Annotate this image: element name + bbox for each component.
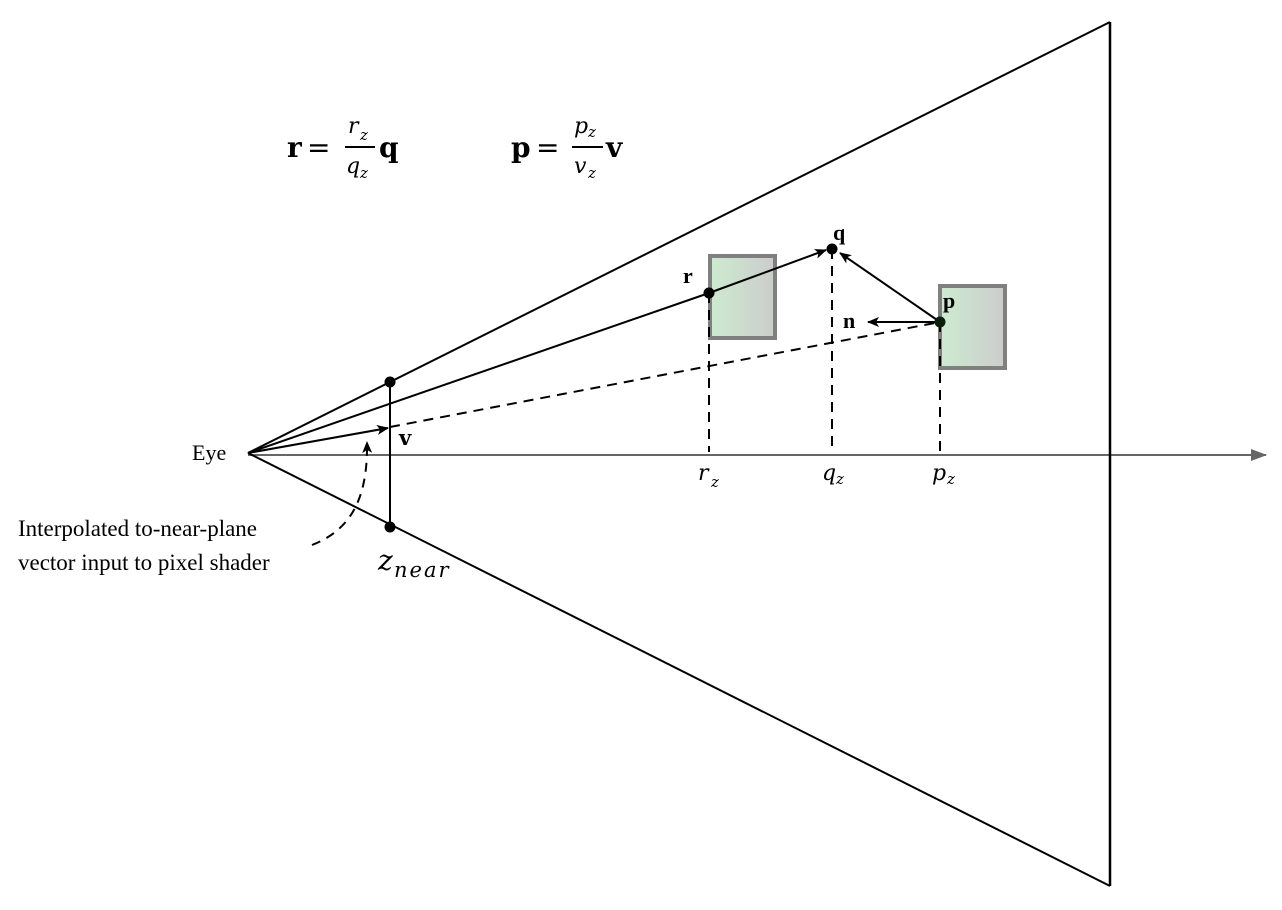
- eq1-den-sub: z: [359, 164, 368, 182]
- q-z-axis-label: q z: [822, 461, 844, 488]
- annotation-line-2: vector input to pixel shader: [18, 550, 270, 575]
- q-label: q: [833, 220, 846, 245]
- z-near-main: z: [377, 544, 393, 577]
- eq1-rhs: q: [379, 131, 399, 164]
- q-z-main: q: [822, 461, 836, 486]
- p-z-main: p: [932, 461, 946, 486]
- eq1-den-main: q: [346, 154, 360, 179]
- equation-p: p = p z v z v: [511, 114, 623, 182]
- eye-label: Eye: [192, 440, 226, 465]
- r-z-axis-label: r z: [698, 461, 719, 491]
- surface-box-p: [938, 284, 1007, 370]
- eq2-rhs: v: [605, 131, 623, 164]
- v-label: v: [398, 425, 412, 450]
- eq1-num-sub: z: [359, 126, 368, 144]
- r-to-q-arrow: [708, 249, 827, 294]
- eye-to-r-ray: [247, 292, 710, 454]
- eq2-den-sub: z: [587, 164, 596, 182]
- v-vector-arrow: [247, 425, 389, 454]
- p-z-sub: z: [946, 470, 955, 488]
- r-label: r: [683, 263, 693, 288]
- z-near-sub: near: [394, 558, 451, 582]
- annotation-curved-arrow: [311, 441, 373, 546]
- eq1-num-main: r: [348, 114, 360, 139]
- point-q: [826, 243, 838, 255]
- r-z-sub: z: [710, 473, 719, 491]
- frustum-top-edge: [247, 21, 1111, 454]
- point-r: [703, 287, 715, 299]
- eq1-lhs: r: [287, 131, 303, 164]
- p-z-axis-label: p z: [932, 461, 955, 488]
- n-label: n: [843, 308, 855, 333]
- p-label: p: [943, 288, 955, 313]
- eq2-num-main: p: [574, 114, 588, 139]
- surface-box-r: [708, 254, 777, 340]
- equation-r: r = r z q z q: [287, 114, 399, 182]
- near-plane-top-point: [384, 376, 396, 388]
- q-z-sub: z: [835, 470, 844, 488]
- eq2-num-sub: z: [587, 123, 596, 141]
- eq2-equals: =: [536, 131, 559, 164]
- eq2-lhs: p: [511, 131, 531, 164]
- z-near-label: z near: [377, 544, 451, 582]
- near-plane-bottom-point: [384, 521, 396, 533]
- frustum-bottom-edge: [247, 452, 1111, 887]
- eye-to-p-dashed-ray: [389, 321, 941, 428]
- p-to-q-arrow: [839, 252, 941, 323]
- point-p: [934, 316, 946, 328]
- eq2-den-main: v: [574, 154, 587, 179]
- r-z-main: r: [698, 461, 710, 486]
- eq1-equals: =: [307, 131, 330, 164]
- annotation-line-1: Interpolated to-near-plane: [18, 516, 257, 541]
